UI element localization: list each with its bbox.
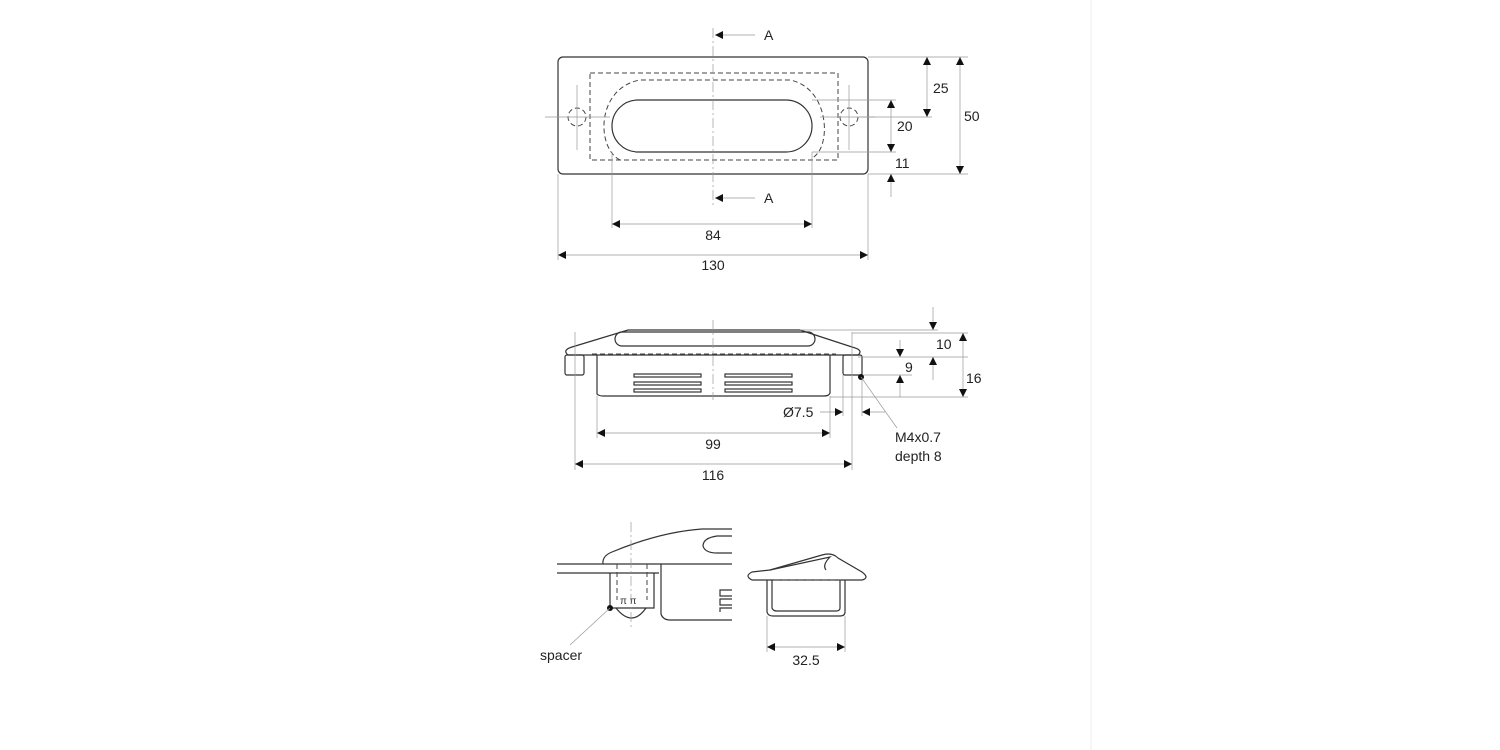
handle-profile — [602, 528, 732, 565]
dim-50: 50 — [964, 108, 980, 124]
dim-116: 116 — [702, 467, 725, 483]
section-label-bottom: A — [764, 190, 774, 206]
spacer-label: spacer — [540, 647, 582, 663]
svg-text:π π: π π — [620, 596, 637, 607]
dim-10: 10 — [936, 336, 952, 352]
cross-section-flange — [747, 553, 867, 581]
front-view: 99 116 10 9 16 Ø7.5 M4x0.7 depth 8 — [564, 307, 982, 483]
dim-84: 84 — [705, 227, 721, 243]
dim-diameter-7-5: Ø7.5 — [783, 404, 814, 420]
spacer-body — [609, 573, 655, 609]
dim-99: 99 — [705, 436, 721, 452]
section-detail-view: π π spacer — [540, 522, 732, 663]
top-view: A A 84 130 25 50 20 11 — [545, 27, 980, 273]
dim-20: 20 — [897, 118, 913, 134]
thread-note-size: M4x0.7 — [895, 429, 941, 445]
recess-wall — [660, 564, 732, 621]
hidden-recess — [603, 79, 825, 161]
dim-11: 11 — [895, 155, 910, 171]
slot — [611, 99, 813, 153]
hidden-body-outline — [589, 72, 839, 161]
cross-section-body — [766, 580, 846, 617]
dim-25: 25 — [933, 80, 949, 96]
handle-grip — [614, 331, 816, 347]
thread-note-depth: depth 8 — [895, 448, 942, 464]
boss-right — [842, 354, 863, 376]
boss-left — [564, 354, 585, 376]
thread-leader-line — [860, 376, 898, 429]
cross-section-view: 32.5 — [747, 553, 867, 668]
dim-130: 130 — [701, 257, 725, 273]
section-label-top: A — [764, 27, 774, 43]
vent-slits — [633, 373, 793, 393]
dim-9: 9 — [905, 359, 913, 375]
recess-body — [596, 355, 831, 397]
dim-32-5: 32.5 — [792, 652, 819, 668]
dim-16: 16 — [966, 370, 982, 386]
